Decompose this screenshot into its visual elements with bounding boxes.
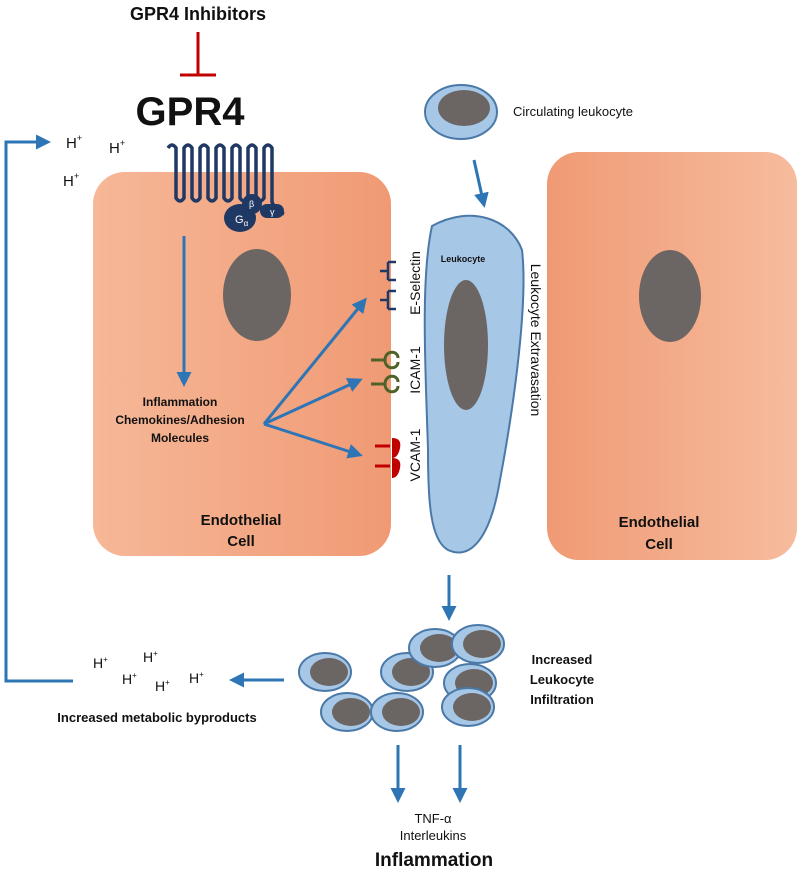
svg-text:H+: H+ [143, 649, 158, 665]
inhibitor-label: GPR4 Inhibitors [130, 4, 266, 24]
e-selectin-receptors [380, 260, 396, 311]
endothelial-label-right: Endothelial Cell [619, 514, 700, 553]
inflammation-title: Inflammation [375, 850, 493, 871]
endothelial-nucleus-left [223, 249, 291, 341]
metabolic-byproducts-label: Increased metabolic byproducts [57, 710, 256, 725]
svg-text:Molecules: Molecules [151, 431, 209, 445]
g-protein: Gα β γ [224, 194, 284, 232]
icam-label: ICAM-1 [407, 346, 423, 394]
circulating-arrow [472, 159, 489, 208]
leukocyte-nucleus [444, 280, 488, 410]
svg-text:Endothelial: Endothelial [201, 512, 282, 529]
endothelial-nucleus-right [639, 250, 701, 342]
gpr4-title: GPR4 [136, 90, 246, 134]
inhibition-symbol [180, 32, 216, 77]
endothelial-cell-right [547, 152, 797, 560]
circulating-leukocyte [424, 84, 498, 140]
svg-text:Cell: Cell [227, 533, 255, 550]
e-selectin-label: E-Selectin [407, 251, 423, 315]
adhesion-arrows [262, 297, 367, 459]
svg-text:H+: H+ [122, 671, 137, 687]
svg-text:H+: H+ [109, 138, 125, 157]
svg-text:H+: H+ [189, 670, 204, 686]
svg-text:Inflammation: Inflammation [143, 395, 218, 409]
interleukins-label: Interleukins [400, 828, 467, 843]
gpr4-receptor [166, 143, 285, 216]
svg-text:H+: H+ [93, 655, 108, 671]
infiltration-label-3: Infiltration [530, 692, 594, 707]
infiltrating-leukocytes [298, 624, 505, 732]
protons-bottom: H+ H+ H+ H+ H+ [93, 649, 204, 694]
circulating-leukocyte-label: Circulating leukocyte [513, 104, 633, 119]
endothelial-label-left: Endothelial Cell [201, 512, 282, 550]
svg-text:H+: H+ [66, 133, 82, 152]
vcam-label: VCAM-1 [407, 428, 423, 481]
leukocyte-label: Leukocyte [441, 254, 486, 264]
g-alpha-label: Gα [235, 214, 249, 228]
svg-text:Chemokines/Adhesion: Chemokines/Adhesion [115, 413, 244, 427]
infiltration-label-1: Increased [532, 652, 593, 667]
leukocyte-extravasation-label: Leukocyte Extravasation [528, 264, 544, 417]
endothelial-cell-left [93, 172, 391, 556]
g-gamma-label: γ [270, 207, 275, 217]
svg-text:Cell: Cell [645, 536, 673, 553]
vcam-receptors [375, 438, 401, 478]
svg-text:Endothelial: Endothelial [619, 514, 700, 531]
svg-text:H+: H+ [155, 678, 170, 694]
g-beta-label: β [249, 199, 254, 209]
inflammation-box-text: Inflammation Chemokines/Adhesion Molecul… [115, 395, 244, 445]
feedback-loop-arrow [4, 134, 73, 683]
infiltration-label-2: Leukocyte [530, 672, 594, 687]
protons-top: H+ H+ H+ [63, 133, 125, 190]
tnf-label: TNF-α [414, 811, 452, 826]
cytokine-arrows [390, 745, 468, 803]
icam-receptors [371, 350, 400, 394]
svg-text:H+: H+ [63, 171, 79, 190]
